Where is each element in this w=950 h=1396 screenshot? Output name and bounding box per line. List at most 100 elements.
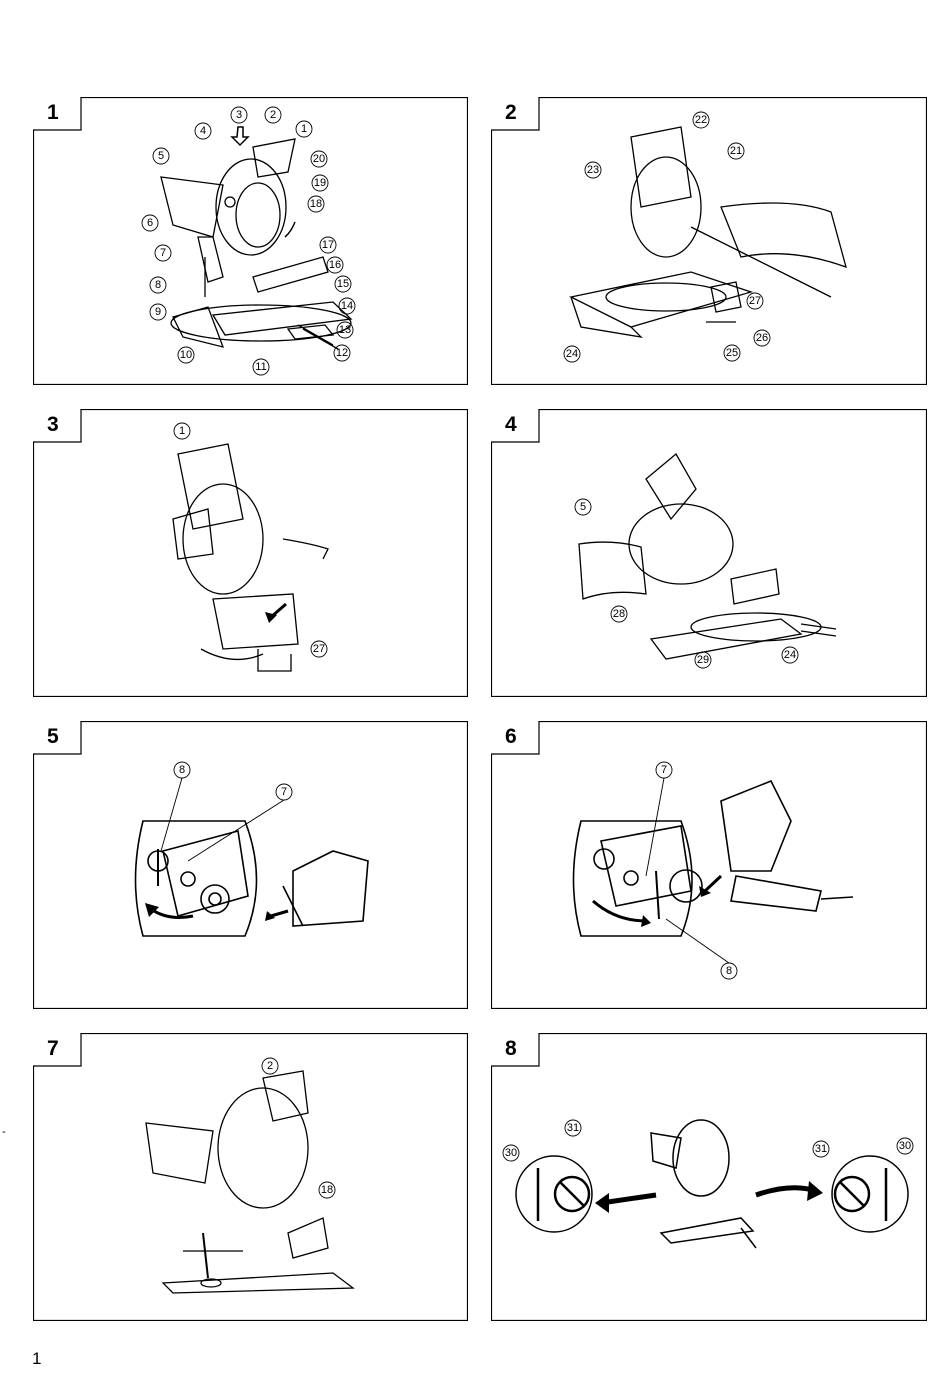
callout-30: 30 (899, 1140, 911, 1152)
callout-18: 18 (321, 1184, 333, 1196)
base (569, 271, 754, 328)
callout-17: 17 (322, 239, 334, 251)
callout-29: 29 (697, 654, 709, 666)
panel-7: 7 2 18 (33, 1033, 468, 1321)
callout-9: 9 (155, 306, 161, 318)
panel-5: 5 7 8 (33, 721, 468, 1009)
panel-number: 3 (47, 413, 59, 436)
callout-2: 2 (270, 109, 276, 121)
dust-bag (145, 1122, 214, 1184)
callout-2: 2 (267, 1060, 273, 1072)
callout-7: 7 (160, 247, 166, 259)
motor (172, 508, 214, 560)
base-foot-left (172, 306, 225, 348)
stray-mark: - (2, 1126, 6, 1138)
callout-4: 4 (200, 125, 206, 137)
callout-21: 21 (730, 145, 742, 157)
panel-3: 3 1 27 (33, 409, 468, 697)
panel-frame (491, 409, 927, 697)
miter-saw-lowered-illustration: 2 18 (145, 1057, 355, 1294)
panel-2: 2 21 22 23 24 25 26 27 (491, 97, 927, 385)
callout-3: 3 (236, 109, 242, 121)
panel-4: 4 5 24 28 29 (491, 409, 927, 697)
callout-15: 15 (337, 278, 349, 290)
fence (252, 256, 329, 293)
panel-frame (33, 97, 468, 385)
panel-1: 1 (33, 97, 468, 385)
dust-bag (578, 541, 647, 600)
blade-guard (630, 156, 702, 258)
lock-pin-illustration: 1 27 (172, 422, 329, 672)
dust-bag (650, 1132, 682, 1169)
callout-8: 8 (179, 764, 185, 776)
handle (252, 138, 296, 178)
fence (287, 1217, 329, 1259)
right-arrow-icon (755, 1185, 817, 1198)
callout-24: 24 (566, 348, 578, 360)
callout-18: 18 (310, 198, 322, 210)
callout-19: 19 (314, 177, 326, 189)
panel-number: 6 (505, 725, 517, 748)
page-number: 1 (32, 1349, 42, 1368)
blade-guard (720, 779, 792, 872)
no-hand-icon (553, 1175, 591, 1213)
handle-grip (257, 649, 292, 672)
panel-number: 2 (505, 101, 517, 124)
base (659, 1217, 755, 1244)
base-top (211, 301, 353, 336)
panel-frame (491, 97, 927, 385)
miter-saw-front-illustration: 1 2 3 4 5 6 7 8 9 10 11 12 13 14 15 16 1… (141, 106, 356, 376)
detail-circle (572, 820, 693, 937)
panel-8: 8 30 31 31 30 (491, 1033, 927, 1321)
handle (645, 453, 697, 521)
callout-22: 22 (695, 114, 707, 126)
no-hand-icon (833, 1175, 871, 1213)
arrow-icon (270, 909, 289, 918)
callout-14: 14 (341, 300, 353, 312)
callout-7: 7 (281, 786, 287, 798)
callout-6: 6 (147, 217, 153, 229)
panel-frame (33, 409, 468, 697)
callout-23: 23 (587, 164, 599, 176)
down-arrow-icon (230, 126, 250, 147)
dust-bag (160, 176, 224, 238)
lock-lever-release-illustration: 7 8 (572, 761, 854, 980)
left-arrow-icon (600, 1192, 657, 1206)
callout-12: 12 (336, 347, 348, 359)
grip-handle (297, 324, 334, 346)
callout-5: 5 (158, 150, 164, 162)
callout-30: 30 (505, 1147, 517, 1159)
dust-bag (720, 202, 847, 269)
panel-frame (491, 1033, 927, 1321)
callout-1: 1 (179, 425, 185, 437)
callout-5: 5 (580, 501, 586, 513)
callout-27: 27 (749, 295, 761, 307)
callout-25: 25 (726, 347, 738, 359)
miter-saw-rear-illustration: 21 22 23 24 25 26 27 (563, 111, 847, 363)
rotate-arrow-icon (592, 899, 647, 923)
saw-detail (292, 850, 369, 927)
turntable (170, 304, 352, 342)
callout-27: 27 (313, 643, 325, 655)
fence (730, 568, 780, 605)
panel-number: 7 (47, 1037, 59, 1060)
callout-1: 1 (301, 123, 307, 135)
lock-lever-detail-illustration: 7 8 (134, 761, 369, 937)
panel-6: 6 7 8 (491, 721, 927, 1009)
cord (690, 226, 832, 298)
callout-31: 31 (815, 1143, 827, 1155)
callout-11: 11 (255, 361, 266, 373)
lock-lever (600, 825, 692, 907)
callout-16: 16 (329, 259, 341, 271)
hand-position-warning-illustration: 30 31 31 30 (502, 1119, 914, 1249)
blade-guard (672, 1119, 730, 1197)
callout-28: 28 (613, 608, 625, 620)
saw-blade-guard (215, 158, 287, 256)
warning-circle-right (831, 1155, 909, 1233)
callout-31: 31 (567, 1122, 579, 1134)
callout-24: 24 (784, 649, 796, 661)
panel-frame (491, 721, 927, 1009)
base (161, 1272, 355, 1294)
detail-circle (134, 820, 258, 937)
panel-number: 5 (47, 725, 59, 748)
